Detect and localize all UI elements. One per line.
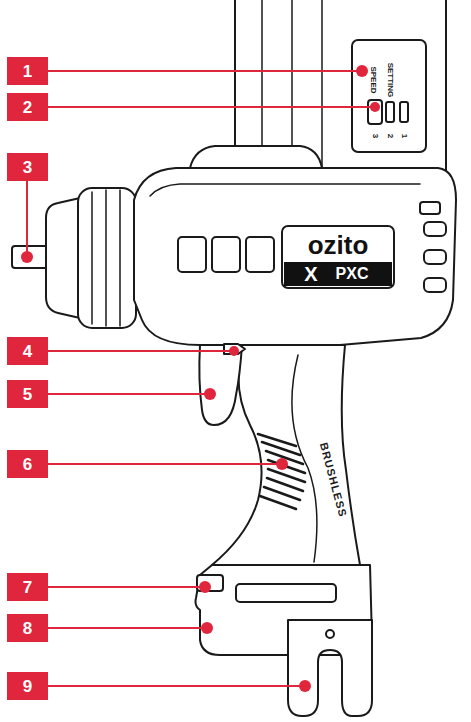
leader-dot [356,65,368,77]
brand-logo: ozito [308,232,369,258]
vent-slot [424,222,446,236]
selector-slot [386,102,394,122]
callout-number: 4 [7,337,48,365]
leader-dot [370,102,380,112]
leader-dot [199,581,211,593]
callout-number: 8 [7,614,48,642]
vent-slot [424,278,446,292]
anvil [12,246,48,268]
logo-band [284,262,392,286]
leader-line [48,685,305,687]
housing-window [178,237,206,272]
grip-seam [292,355,317,562]
leader-line [48,106,375,108]
leader-dot [299,680,311,692]
top-housing [190,146,322,168]
leader-line [48,350,234,352]
leader-line [48,463,282,465]
motor-housing [134,168,456,345]
callout-number: 1 [7,57,48,85]
housing-seam [150,184,420,196]
trigger [199,345,242,425]
clip-screw [326,630,334,638]
selector-plate [352,40,426,152]
callout-number: 9 [7,672,48,700]
leader-line [48,627,207,629]
collar-rib [92,190,120,326]
housing-window [212,237,240,272]
base-slot [236,584,336,602]
leader-dot [21,251,33,263]
leader-line [48,393,210,395]
speed-number: 3 [371,134,379,138]
vent-slot [424,250,446,264]
leader-line [48,70,362,72]
brand-logo: X [304,264,317,284]
callout-number: 3 [7,153,48,181]
grip-texture [258,434,305,509]
callout-number: 2 [7,93,48,121]
leader-dot [229,346,239,356]
leader-dot [201,622,213,634]
handle-marking: BRUSHLESS [318,441,349,518]
speed-number: 2 [386,134,394,138]
leader-dot [276,458,288,470]
selector-slot [368,100,382,124]
setting-label: SPEED [369,66,377,93]
panel-groove [262,0,322,170]
belt-clip [288,620,372,716]
callout-number: 6 [7,450,48,478]
leader-line [48,586,205,588]
callout-number: 7 [7,573,48,601]
logo-badge [282,226,394,288]
selector-slot [400,102,408,122]
housing-window [246,237,274,272]
callout-number: 5 [7,380,48,408]
nose-cone [46,198,80,318]
housing-tab [420,202,440,214]
speed-number: 1 [400,134,408,138]
brand-logo: PXC [336,266,369,282]
setting-label: SETTING [386,63,394,98]
anvil-collar [78,188,136,328]
leader-line [26,181,28,252]
leader-dot [204,388,216,400]
